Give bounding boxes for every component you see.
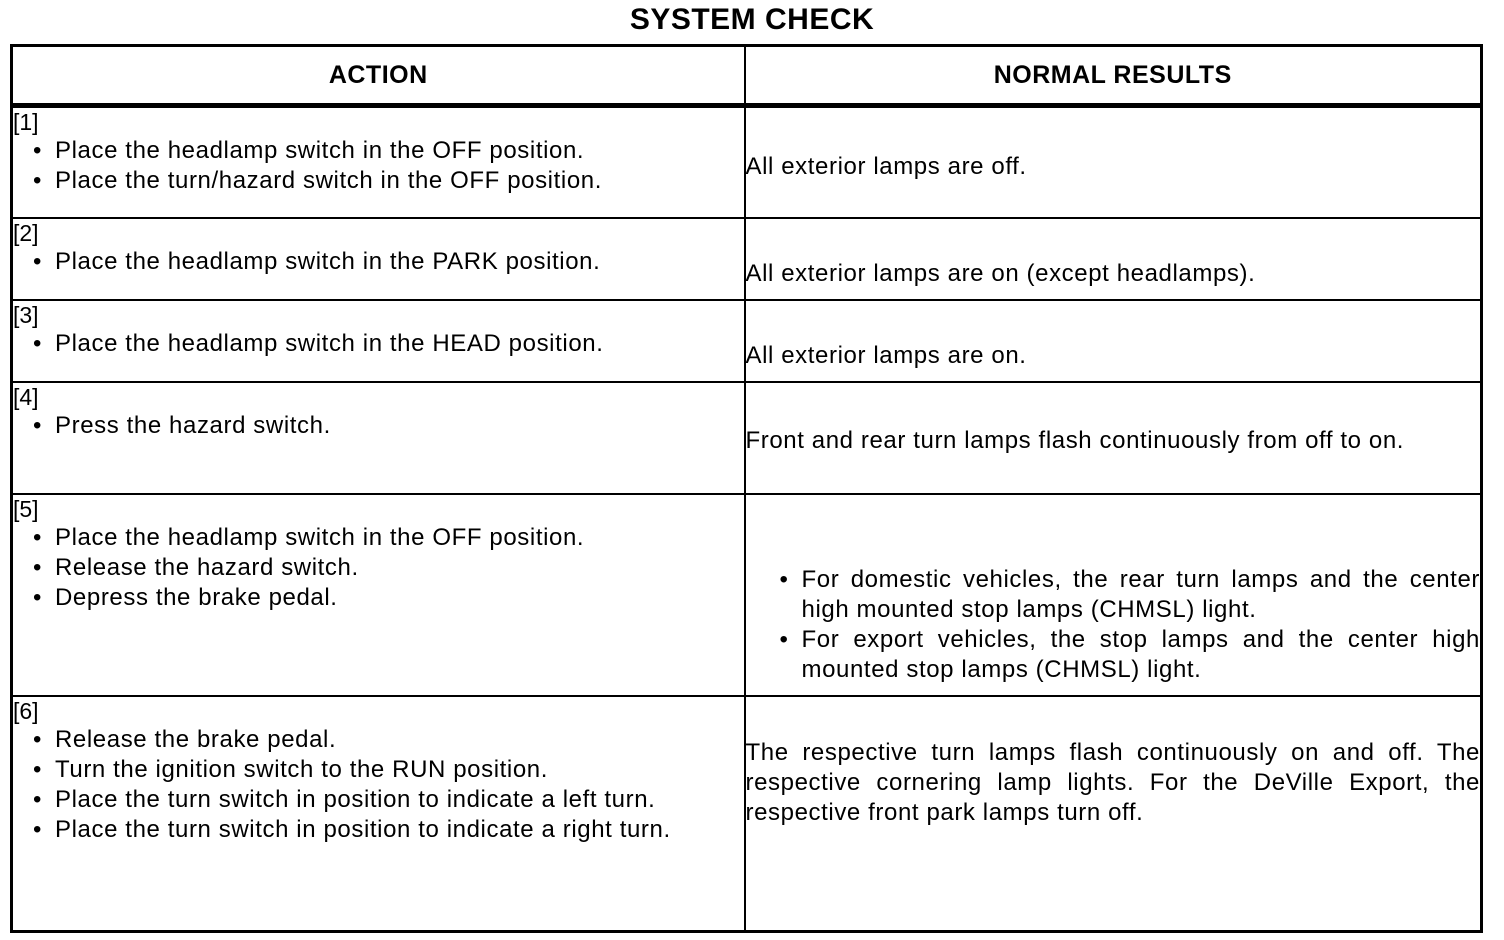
action-item: • Place the headlamp switch in the PARK p… [33,247,744,277]
result-item: • For export vehicles, the stop lamps and… [780,625,1481,685]
action-item: • Turn the ignition switch to the RUN pos… [33,755,744,785]
bullet-icon: • [33,167,43,194]
action-item: • Press the hazard switch. [33,411,744,441]
action-list: • Place the headlamp switch in the OFF po… [13,136,744,196]
action-cell: [1] • Place the headlamp switch in the OF… [10,104,746,219]
step-number: [6] [13,697,39,724]
action-column-header: ACTION [10,44,746,108]
action-list: • Place the headlamp switch in the OFF po… [13,523,744,613]
system-check-table: ACTION NORMAL RESULTS [1] • Place the hea… [10,44,1483,933]
action-cell: [2] • Place the headlamp switch in the PA… [10,216,746,301]
action-text: Place the headlamp switch in the PARK po… [55,247,601,275]
action-cell: [6] • Release the brake pedal. • Turn the … [10,694,746,933]
bullet-icon: • [33,725,43,753]
result-cell: All exterior lamps are on (except headla… [743,216,1483,301]
result-text: For export vehicles, the stop lamps and … [801,625,1480,683]
page-title: SYSTEM CHECK [629,3,875,36]
result-list: • For domestic vehicles, the rear turn la… [746,565,1481,685]
action-text: Turn the ignition switch to the RUN posi… [55,755,548,783]
action-list: • Place the headlamp switch in the PARK p… [13,247,744,277]
action-text: Place the turn/hazard switch in the OFF … [55,167,602,194]
action-cell: [4] • Press the hazard switch. [10,380,746,495]
table-header-row: ACTION NORMAL RESULTS [10,44,1483,108]
action-text: Place the headlamp switch in the OFF pos… [55,137,585,164]
bullet-icon: • [33,785,43,813]
normal-results-column-header: NORMAL RESULTS [743,44,1483,108]
result-text: All exterior lamps are on. [745,341,1027,369]
action-cell: [3] • Place the headlamp switch in the HE… [10,298,746,383]
bullet-icon: • [33,755,43,783]
table-row: [6] • Release the brake pedal. • Turn the … [10,694,1483,933]
step-number: [4] [13,383,39,410]
result-cell: Front and rear turn lamps flash continuo… [743,380,1483,495]
table-row: [5] • Place the headlamp switch in the OF… [10,492,1483,697]
action-text: Release the hazard switch. [55,553,359,581]
result-cell: The respective turn lamps flash continuo… [743,694,1483,933]
action-text: Place the turn switch in position to ind… [55,815,671,843]
table-row: [4] • Press the hazard switch. Front and … [10,380,1483,495]
action-item: • Place the headlamp switch in the HEAD p… [33,329,744,359]
bullet-icon: • [33,247,43,275]
action-text: Press the hazard switch. [55,411,331,439]
action-text: Release the brake pedal. [55,725,337,753]
action-item: • Place the headlamp switch in the OFF po… [33,136,744,166]
result-text: All exterior lamps are off. [745,153,1027,180]
action-item: • Place the turn switch in position to in… [33,815,744,845]
step-number: [2] [13,219,39,246]
result-item: • For domestic vehicles, the rear turn la… [780,565,1481,625]
action-cell: [5] • Place the headlamp switch in the OF… [10,492,746,697]
action-list: • Place the headlamp switch in the HEAD p… [13,329,744,359]
result-cell: All exterior lamps are off. [743,104,1483,219]
table-row: [1] • Place the headlamp switch in the OF… [10,104,1483,219]
action-item: • Release the brake pedal. [33,725,744,755]
bullet-icon: • [779,625,789,653]
table-row: [2] • Place the headlamp switch in the PA… [10,216,1483,301]
result-cell: All exterior lamps are on. [743,298,1483,383]
bullet-icon: • [33,553,43,581]
action-item: • Place the turn/hazard switch in the OFF… [33,166,744,196]
step-number: [5] [13,495,39,522]
action-text: Depress the brake pedal. [55,583,338,611]
bullet-icon: • [33,329,43,357]
bullet-icon: • [33,411,43,439]
action-text: Place the turn switch in position to ind… [55,785,656,813]
action-item: • Depress the brake pedal. [33,583,744,613]
result-text: For domestic vehicles, the rear turn lam… [801,565,1480,623]
table-row: [3] • Place the headlamp switch in the HE… [10,298,1483,383]
action-list: • Release the brake pedal. • Turn the igni… [13,725,744,845]
step-number: [1] [13,109,39,135]
action-item: • Place the headlamp switch in the OFF po… [33,523,744,553]
action-list: • Press the hazard switch. [13,411,744,441]
step-number: [3] [13,301,39,328]
bullet-icon: • [779,565,789,593]
bullet-icon: • [33,583,43,611]
bullet-icon: • [33,523,43,551]
action-text: Place the headlamp switch in the HEAD po… [55,329,604,357]
action-text: Place the headlamp switch in the OFF pos… [55,523,585,551]
action-item: • Place the turn switch in position to in… [33,785,744,815]
action-item: • Release the hazard switch. [33,553,744,583]
bullet-icon: • [33,815,43,843]
bullet-icon: • [33,137,43,164]
result-text: The respective turn lamps flash continuo… [745,738,1480,826]
result-cell: • For domestic vehicles, the rear turn la… [743,492,1483,697]
result-text: Front and rear turn lamps flash continuo… [745,426,1405,454]
result-text: All exterior lamps are on (except headla… [745,259,1256,287]
